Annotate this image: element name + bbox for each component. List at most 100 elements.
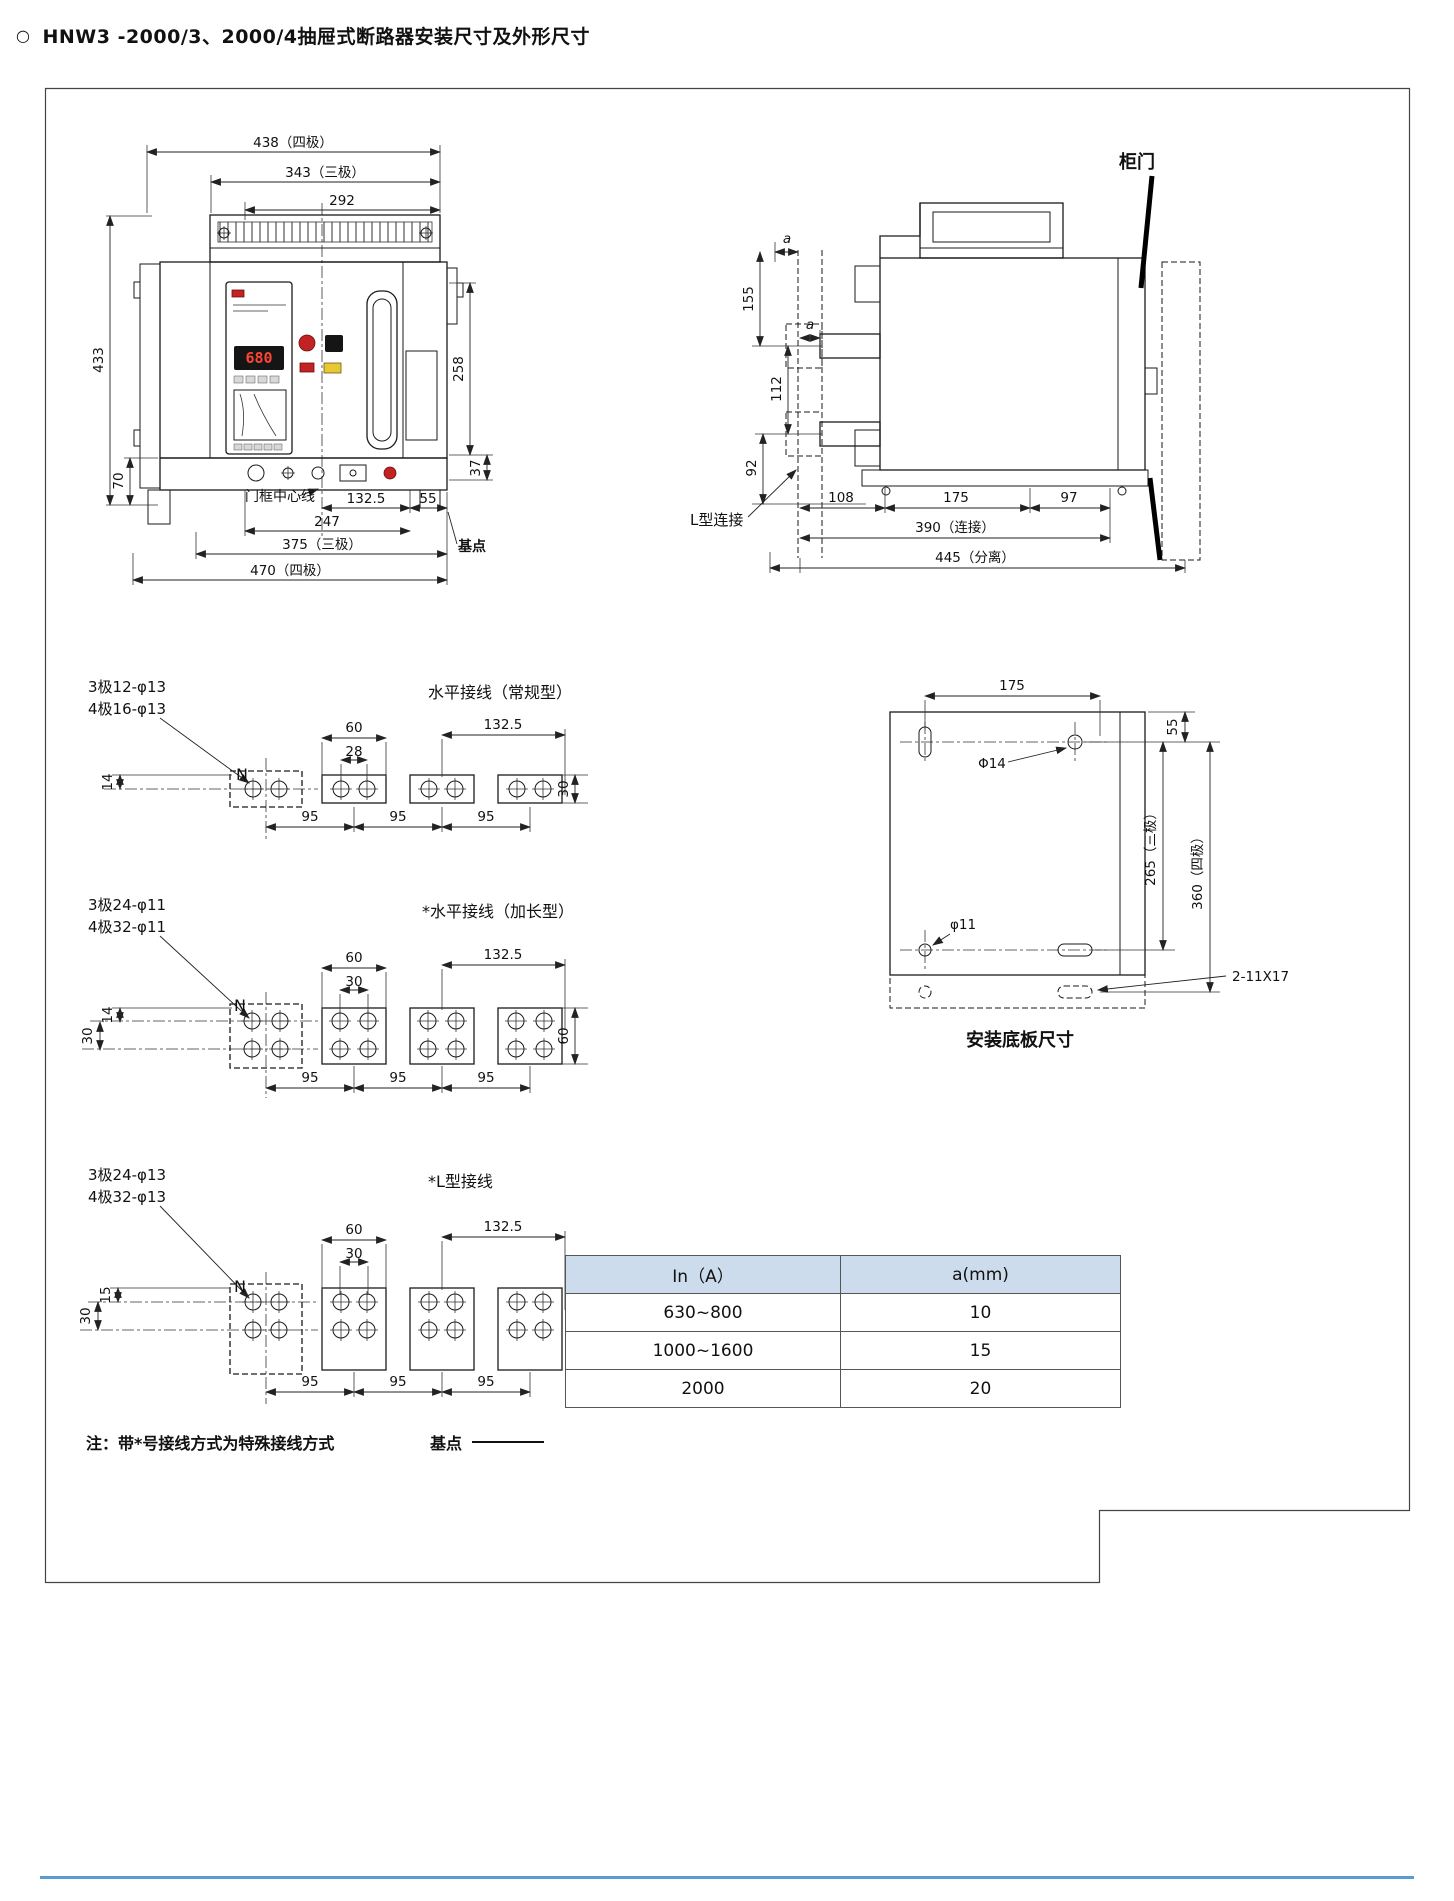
- cabinet-door-label: 柜门: [1119, 151, 1155, 173]
- dim-132-5-ext: 132.5: [484, 947, 523, 963]
- spec-4pole-ltype: 4极32-φ13: [88, 1188, 166, 1206]
- dim-phi11: φ11: [950, 917, 976, 933]
- n-pole-label: N: [236, 765, 248, 784]
- dim-95-std-2: 95: [389, 809, 406, 825]
- spec-3pole-extended: 3极24-φ11: [88, 896, 166, 914]
- cell-current-3: 2000: [565, 1369, 841, 1408]
- dim-155: 155: [741, 286, 757, 312]
- led-display: [234, 346, 284, 370]
- dim-a-top: a: [783, 231, 791, 247]
- spec-4pole-standard: 4极16-φ13: [88, 700, 166, 718]
- table-row: 630~800 10: [565, 1293, 1121, 1332]
- dim-60-ext-right: 60: [556, 1027, 572, 1044]
- dim-phi14: Φ14: [978, 756, 1006, 772]
- trip-test-button: [383, 466, 397, 480]
- baseplate-title: 安装底板尺寸: [966, 1029, 1074, 1051]
- dim-375-3pole: 375（三极）: [282, 537, 362, 553]
- spec-3pole-ltype: 3极24-φ13: [88, 1166, 166, 1184]
- dim-258: 258: [451, 356, 467, 382]
- conn-extended-title: *水平接线（加长型）: [422, 902, 574, 921]
- dim-265-3pole: 265（三极）: [1143, 806, 1159, 886]
- spec-4pole-extended: 4极32-φ11: [88, 918, 166, 936]
- mount-bracket-right: [446, 267, 458, 325]
- cell-current-1: 630~800: [565, 1293, 841, 1332]
- hole-phi11: [918, 943, 932, 957]
- dim-95-ltype-1: 95: [301, 1374, 318, 1390]
- drawout-carriage: [861, 469, 1149, 487]
- off-button: [298, 334, 316, 352]
- arc-chute: [919, 202, 1064, 259]
- dim-97: 97: [1060, 490, 1077, 506]
- base-point-bottom: 基点: [430, 1430, 545, 1454]
- cabinet-door-dashed: [1161, 261, 1201, 561]
- base-point-line: [472, 1441, 545, 1443]
- conn-ltype: 3极24-φ13 4极32-φ13 *L型接线 N 60 30 132.5 15…: [78, 1166, 567, 1404]
- dim-112: 112: [769, 376, 785, 402]
- panel-indicator: [231, 289, 245, 298]
- dim-30-ltype-left: 30: [78, 1307, 94, 1324]
- dim-445-separate: 445（分离）: [935, 549, 1015, 566]
- current-gap-table: In（A） a(mm) 630~800 10 1000~1600 15 2000…: [565, 1255, 1121, 1408]
- terminal-b: [410, 775, 474, 803]
- red-indicator: [299, 362, 315, 373]
- slot-dashed-4pole: [1057, 985, 1093, 999]
- n-pole-label: N: [234, 1277, 246, 1296]
- terminal-c: [498, 775, 562, 803]
- cell-gap-3: 20: [840, 1369, 1121, 1408]
- terminal-c: [498, 1008, 562, 1064]
- dim-108: 108: [828, 490, 854, 506]
- dim-360-4pole: 360（四极）: [1190, 830, 1206, 910]
- dim-95-ltype-3: 95: [477, 1374, 494, 1390]
- terminal-c: [498, 1288, 562, 1370]
- dim-343-3pole: 343（三极）: [285, 165, 365, 181]
- side-view: 柜门 a 155 a 112 92 108 175 97 390（连接） 445…: [690, 151, 1201, 573]
- dim-433: 433: [91, 347, 107, 373]
- dim-60-std: 60: [345, 720, 362, 736]
- dim-438-4pole: 438（四极）: [253, 135, 333, 151]
- table-header-row: In（A） a(mm): [565, 1255, 1121, 1294]
- spec-3pole-standard: 3极12-φ13: [88, 678, 166, 696]
- dim-slots: 2-11X17: [1232, 969, 1289, 985]
- cabinet-door-plane-bottom: [1147, 477, 1163, 561]
- conn-extended: 3极24-φ11 4极32-φ11 *水平接线（加长型） N 60 30 132…: [80, 896, 588, 1098]
- yellow-indicator: [323, 362, 342, 374]
- title-bullet: ○: [16, 26, 31, 45]
- dim-95-ext-1: 95: [301, 1070, 318, 1086]
- charging-handle-slot: [366, 290, 398, 450]
- dim-292: 292: [329, 193, 355, 209]
- dim-55-front: 55: [419, 491, 436, 507]
- dim-70: 70: [111, 472, 127, 489]
- breaker-body-side: [879, 257, 1146, 471]
- cabinet-door-plane-top: [1138, 175, 1155, 289]
- dim-95-std-3: 95: [477, 809, 494, 825]
- col-header-current: In（A）: [565, 1255, 841, 1294]
- dim-14-std: 14: [100, 773, 116, 790]
- baseplate-outline: [889, 711, 1146, 976]
- baseplate-4pole-extension: [889, 974, 1146, 1009]
- dim-95-std-1: 95: [301, 809, 318, 825]
- door-centerline-label: 门框中心线: [245, 489, 315, 505]
- content-border: [44, 87, 1411, 1584]
- dim-175-side: 175: [943, 490, 969, 506]
- rail-hatch: [217, 221, 433, 243]
- hole-phi14: [1067, 734, 1083, 750]
- dim-a-mid: a: [806, 317, 814, 333]
- dim-132-5-front: 132.5: [347, 491, 386, 507]
- led-display-value: 680: [245, 349, 272, 367]
- cell-gap-2: 15: [840, 1331, 1121, 1370]
- base-point-label-front: 基点: [458, 538, 486, 555]
- dim-132-5-ltype: 132.5: [484, 1219, 523, 1235]
- col-header-gap: a(mm): [840, 1255, 1121, 1294]
- title-text: HNW3 -2000/3、2000/4抽屉式断路器安装尺寸及外形尺寸: [42, 26, 591, 48]
- footer-rule: [40, 1876, 1414, 1879]
- dim-55-plate: 55: [1165, 718, 1181, 735]
- terminal-upper: [819, 333, 881, 359]
- cell-gap-1: 10: [840, 1293, 1121, 1332]
- dim-14-ext: 14: [100, 1006, 116, 1023]
- dim-30-ext-left: 30: [80, 1027, 96, 1044]
- dim-60-ltype: 60: [345, 1222, 362, 1238]
- dim-15-ltype: 15: [98, 1286, 114, 1303]
- footnote: 注：带*号接线方式为特殊接线方式: [86, 1434, 335, 1453]
- dim-28-std: 28: [345, 744, 362, 760]
